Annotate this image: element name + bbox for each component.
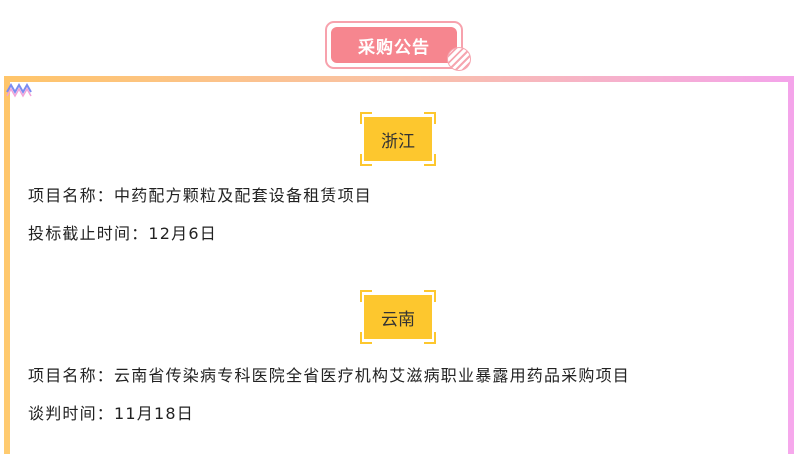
- header-badge-label: 采购公告: [331, 27, 457, 63]
- frame-left-edge: [4, 76, 10, 454]
- region-label-yunnan: 云南: [360, 290, 436, 344]
- region-name: 浙江: [364, 117, 432, 161]
- header-badge: 采购公告: [325, 21, 463, 69]
- striped-circle-icon: [447, 47, 471, 71]
- region-name: 云南: [364, 295, 432, 339]
- zigzag-icon: [6, 82, 32, 98]
- negotiation-time-line: 谈判时间：11月18日: [28, 404, 194, 423]
- project-name-line: 项目名称：中药配方颗粒及配套设备租赁项目: [28, 186, 373, 205]
- frame-right-edge: [788, 76, 794, 454]
- deadline-line: 投标截止时间：12月6日: [28, 224, 217, 243]
- project-name-line: 项目名称：云南省传染病专科医院全省医疗机构艾滋病职业暴露用药品采购项目: [28, 366, 631, 385]
- region-label-zhejiang: 浙江: [360, 112, 436, 166]
